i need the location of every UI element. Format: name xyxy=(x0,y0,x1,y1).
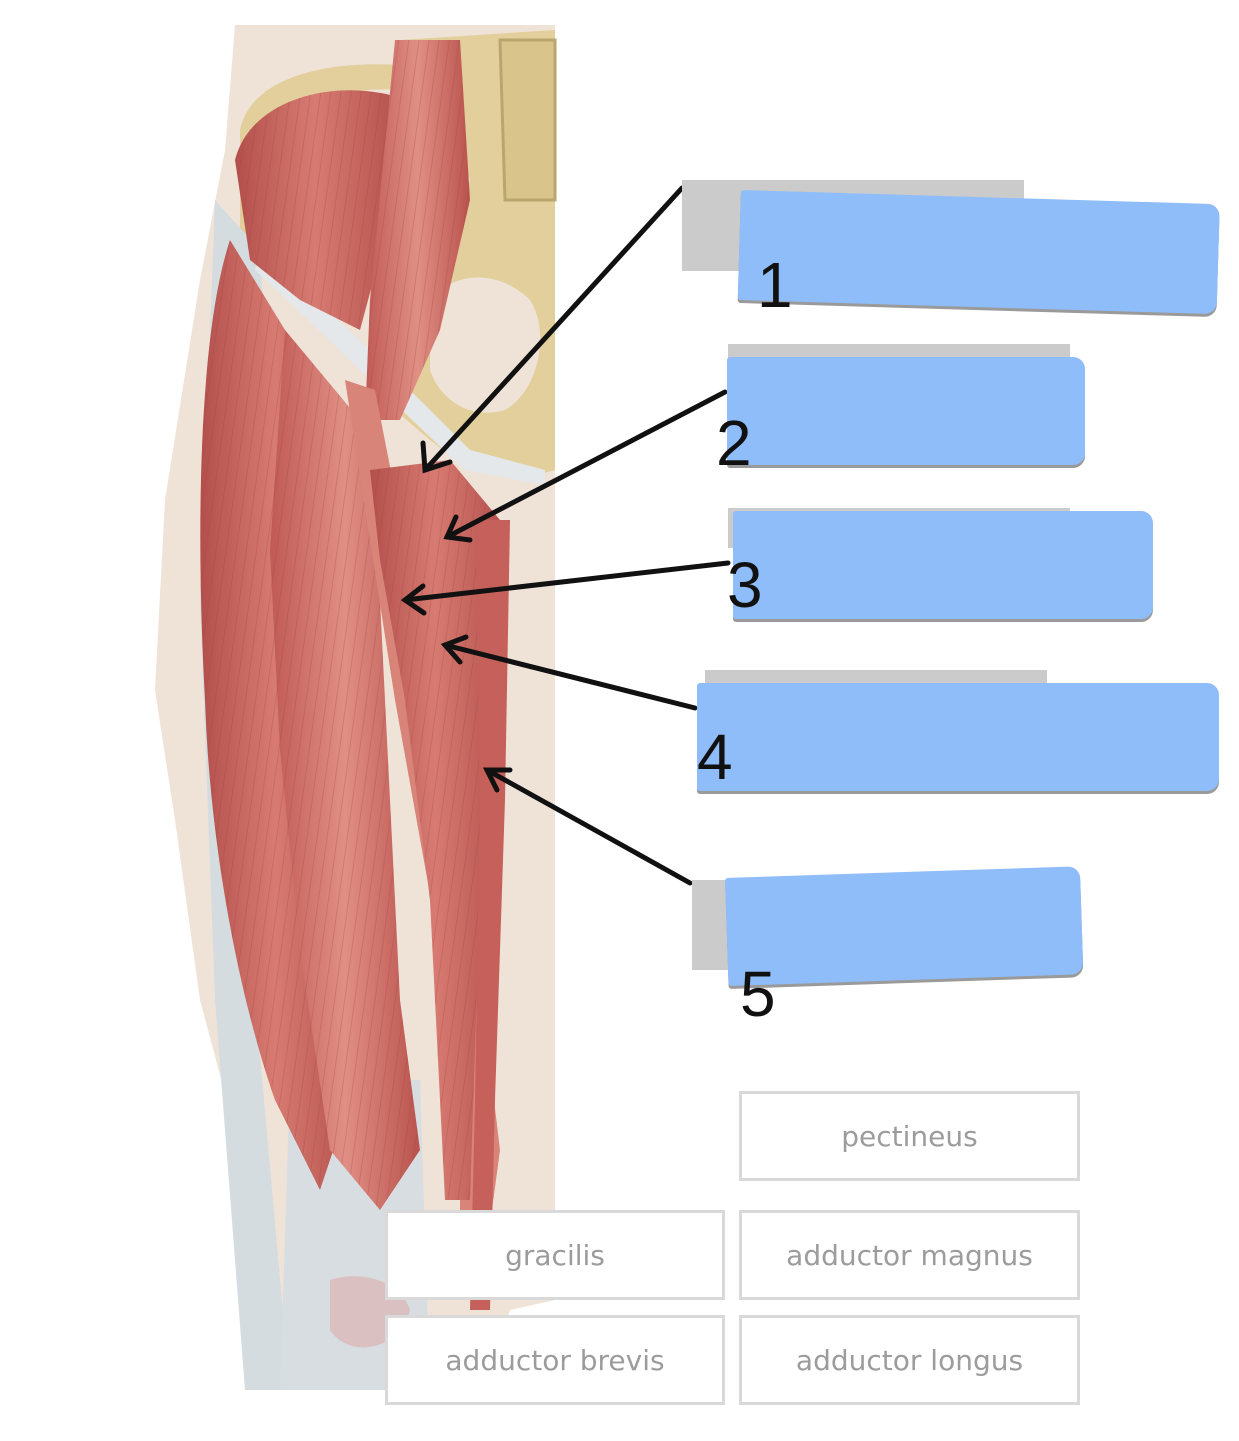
pointer-arrowhead-4 xyxy=(440,634,469,665)
marker-4: 4 xyxy=(697,721,733,793)
pointer-line-1 xyxy=(422,185,685,473)
pointer-arrowhead-5 xyxy=(482,767,513,793)
obturator-foramen xyxy=(430,277,541,413)
marker-2: 2 xyxy=(716,407,752,479)
marker-1: 1 xyxy=(757,249,793,321)
gracilis-muscle xyxy=(470,520,510,1310)
drop-zone-2[interactable] xyxy=(727,357,1085,465)
pointer-line-5 xyxy=(484,767,693,886)
pointer-arrowhead-1 xyxy=(420,440,453,474)
vertebrae xyxy=(498,38,557,202)
drop-zone-5[interactable] xyxy=(725,866,1084,986)
drop-zone-1[interactable] xyxy=(737,190,1220,315)
pointer-line-4 xyxy=(442,642,698,711)
word-chip-adductor-longus[interactable]: adductor longus xyxy=(739,1315,1080,1405)
word-chip-gracilis[interactable]: gracilis xyxy=(385,1210,725,1300)
pointer-arrowhead-3 xyxy=(400,583,427,616)
pointer-line-2 xyxy=(444,389,728,540)
drop-zone-3[interactable] xyxy=(733,511,1153,619)
marker-5: 5 xyxy=(740,958,776,1030)
pointer-lines xyxy=(400,185,731,886)
word-chip-adductor-brevis[interactable]: adductor brevis xyxy=(385,1315,725,1405)
word-chip-adductor-magnus[interactable]: adductor magnus xyxy=(739,1210,1080,1300)
word-chip-pectineus[interactable]: pectineus xyxy=(739,1091,1080,1181)
pointer-arrowhead-2 xyxy=(443,514,473,543)
drop-zone-4[interactable] xyxy=(697,683,1219,791)
pointer-line-3 xyxy=(402,560,731,603)
marker-3: 3 xyxy=(727,549,763,621)
